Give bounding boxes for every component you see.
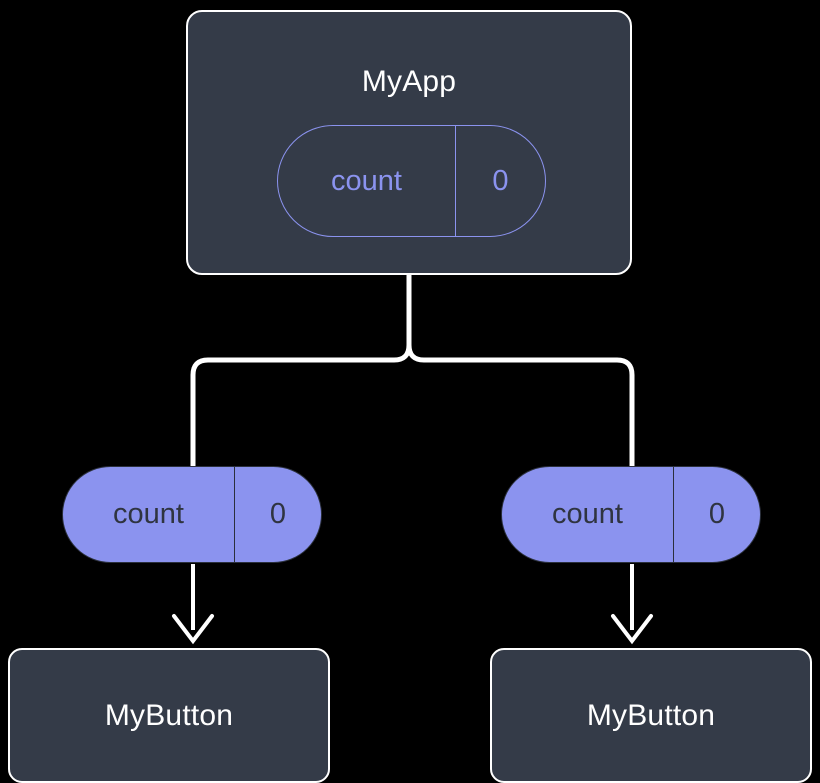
- state-pill-value: 0: [492, 164, 509, 197]
- prop-pill-key: count: [63, 467, 235, 562]
- component-title-mybutton: MyButton: [104, 698, 234, 732]
- edge-root-to-child-right: [406, 273, 635, 469]
- prop-pill-value: 0: [269, 498, 287, 530]
- component-title-mybutton: MyButton: [586, 698, 716, 732]
- edge-root-to-children: [190, 273, 412, 469]
- component-node-mybutton-right[interactable]: MyButton: [490, 648, 812, 783]
- arrow-left-pill-to-button: [172, 564, 214, 645]
- arrow-right-pill-to-button: [611, 564, 653, 645]
- prop-pill-left-count[interactable]: count 0: [62, 466, 322, 563]
- prop-pill-value: 0: [708, 498, 726, 530]
- prop-pill-right-count[interactable]: count 0: [501, 466, 761, 563]
- prop-pill-key: count: [502, 467, 674, 562]
- component-title-myapp: MyApp: [361, 65, 457, 98]
- state-pill-root-count[interactable]: count 0: [277, 125, 546, 237]
- component-node-mybutton-left[interactable]: MyButton: [8, 648, 330, 783]
- state-pill-key: count: [278, 126, 456, 236]
